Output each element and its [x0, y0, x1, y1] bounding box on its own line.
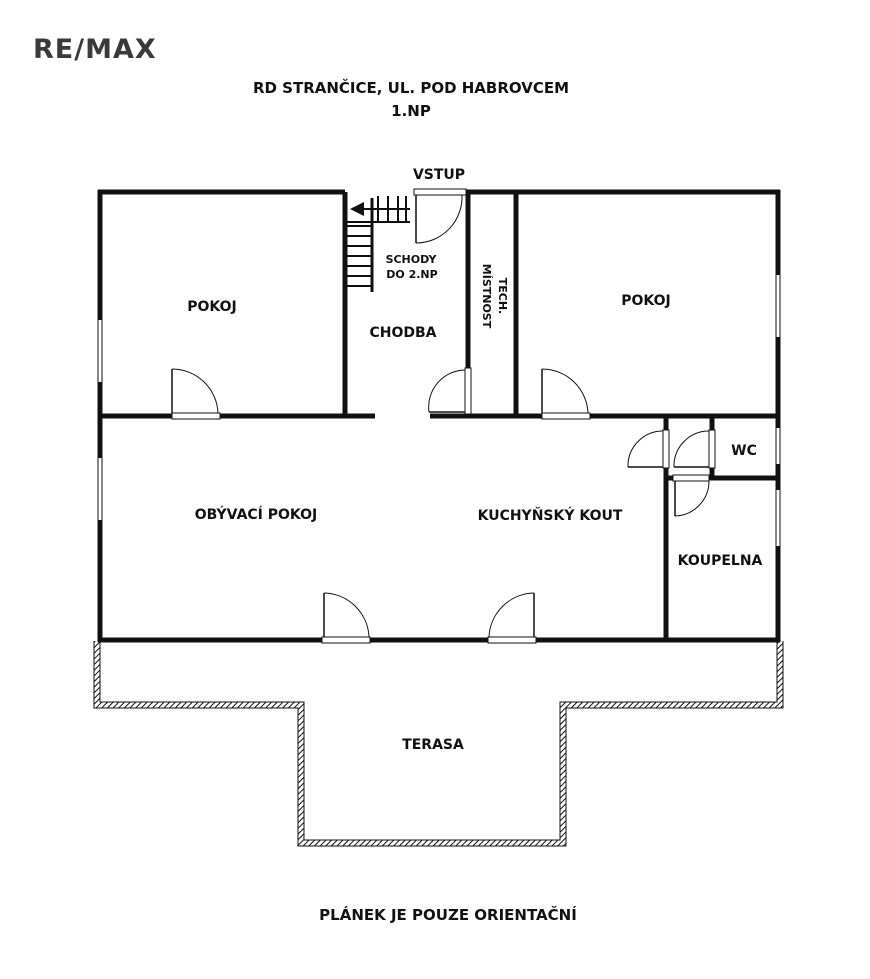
label-living-room: OBÝVACÍ POKOJ: [195, 505, 318, 523]
door-room-right[interactable]: [541, 368, 591, 420]
label-entrance: VSTUP: [413, 167, 465, 183]
label-room-left: POKOJ: [187, 299, 237, 315]
entrance-door[interactable]: [413, 188, 467, 244]
label-kitchen: KUCHYŇSKÝ KOUT: [478, 506, 623, 524]
label-stairs-2: DO 2.NP: [386, 268, 437, 281]
door-tech-room[interactable]: [428, 367, 472, 415]
door-kitchen-terrace[interactable]: [487, 592, 537, 644]
label-wc: WC: [731, 443, 757, 459]
label-hallway: CHODBA: [369, 325, 436, 341]
remax-logo: RE/MAX: [33, 34, 157, 65]
label-tech-1: TECH.: [496, 278, 509, 314]
label-room-right: POKOJ: [621, 293, 671, 309]
staircase: [347, 196, 410, 292]
disclaimer-note: PLÁNEK JE POUZE ORIENTAČNÍ: [319, 906, 577, 924]
terrace-outline: [93, 641, 784, 847]
plan-title: RD STRANČICE, UL. POD HABROVCEM: [252, 79, 570, 97]
door-bathroom[interactable]: [672, 474, 710, 517]
door-living-terrace[interactable]: [321, 592, 371, 644]
door-room-left[interactable]: [171, 368, 221, 420]
windows: [97, 275, 781, 546]
door-wc[interactable]: [673, 429, 716, 469]
label-terrace: TERASA: [402, 737, 464, 753]
floor-label: 1.NP: [391, 102, 431, 120]
label-tech-2: MÍSTNOST: [480, 264, 493, 329]
label-stairs-1: SCHODY: [386, 253, 438, 266]
door-kitchen-side[interactable]: [627, 429, 670, 469]
stairs-arrow-icon: [350, 202, 364, 216]
label-bathroom: KOUPELNA: [678, 553, 763, 569]
